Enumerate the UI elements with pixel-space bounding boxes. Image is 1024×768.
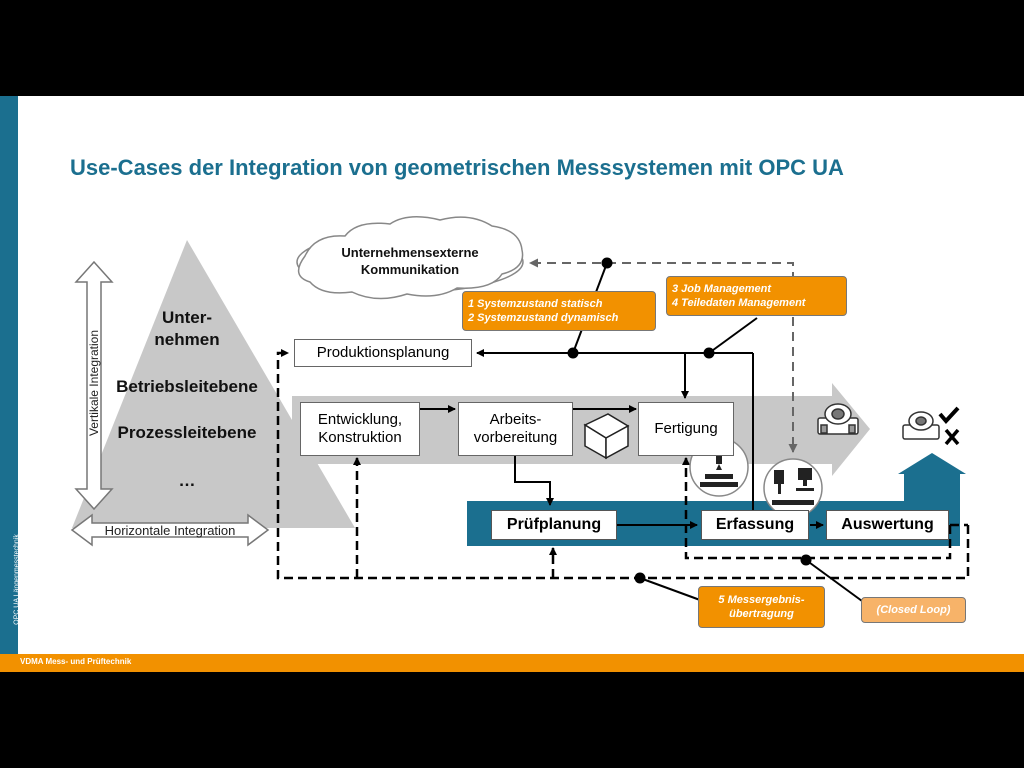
use-case-systemzustand: 1 Systemzustand statisch 2 Systemzustand… bbox=[462, 291, 656, 331]
part-icon bbox=[817, 403, 859, 435]
pyramid-level-prozessleitebene: Prozessleitebene bbox=[117, 423, 257, 442]
inspected-part-check-icon bbox=[902, 406, 960, 446]
use-case-job-management: 3 Job Management 4 Teiledaten Management bbox=[666, 276, 847, 316]
use-case-messergebnis: 5 Messergebnis- übertragung bbox=[698, 586, 825, 628]
pyramid-level-unternehmen: Unter- nehmen bbox=[154, 308, 220, 349]
measuring-machine-icon bbox=[763, 458, 823, 518]
use-case-closed-loop: (Closed Loop) bbox=[861, 597, 966, 623]
horizontal-integration-arrow bbox=[70, 513, 270, 547]
node-arbeitsvorbereitung: Arbeits- vorbereitung bbox=[458, 402, 573, 456]
pyramid-level-more: … bbox=[178, 471, 196, 490]
vertical-integration-label: Vertikale Integration bbox=[87, 329, 101, 437]
node-auswertung: Auswertung bbox=[826, 510, 949, 540]
slide: OPC UA Längenmesstechnik Use-Cases der I… bbox=[0, 96, 1024, 672]
footer-text: VDMA Mess- und Prüftechnik bbox=[20, 657, 132, 666]
vertical-integration-arrow bbox=[74, 260, 114, 511]
left-accent-bar: OPC UA Längenmesstechnik bbox=[0, 96, 21, 656]
node-fertigung: Fertigung bbox=[638, 402, 734, 456]
node-entwicklung-konstruktion: Entwicklung, Konstruktion bbox=[300, 402, 420, 456]
footer-bar: VDMA Mess- und Prüftechnik bbox=[0, 654, 1024, 672]
horizontal-integration-label: Horizontale Integration bbox=[104, 522, 236, 538]
raw-part-cube-icon bbox=[583, 413, 630, 460]
external-communication-line bbox=[529, 258, 794, 446]
hierarchy-pyramid bbox=[72, 240, 355, 528]
pyramid-level-betriebsleitebene: Betriebsleitebene bbox=[116, 377, 258, 396]
cloud-label: Unternehmensexterne Kommunikation bbox=[341, 245, 479, 277]
node-erfassung: Erfassung bbox=[701, 510, 809, 540]
node-produktionsplanung: Produktionsplanung bbox=[294, 339, 472, 367]
node-pruefplanung: Prüfplanung bbox=[491, 510, 617, 540]
slide-title: Use-Cases der Integration von geometrisc… bbox=[70, 155, 844, 180]
